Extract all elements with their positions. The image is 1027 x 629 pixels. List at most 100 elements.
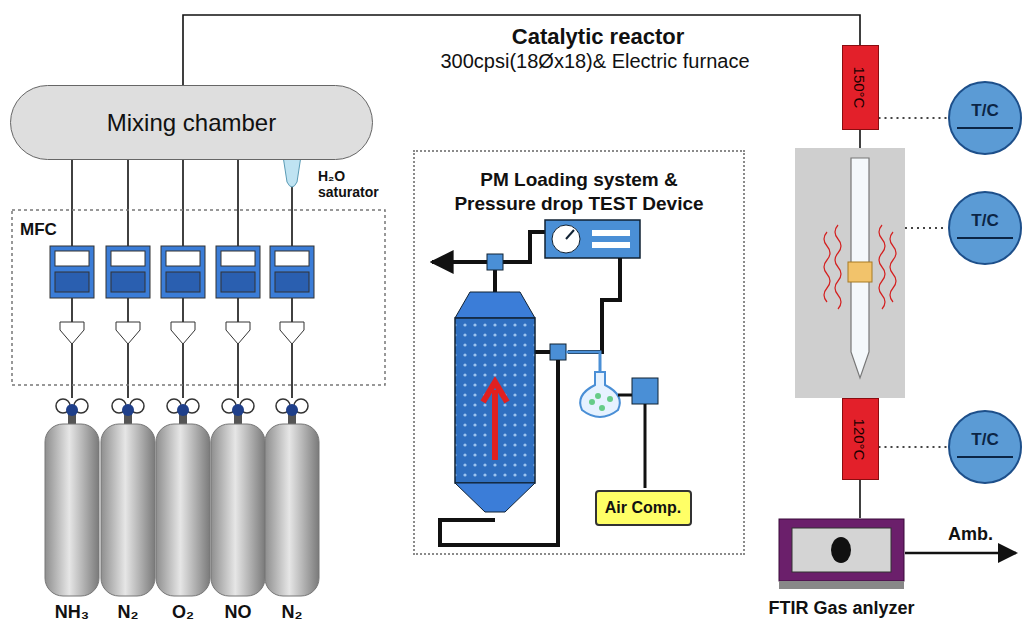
- thermocouple: T/C: [948, 410, 1022, 484]
- catalytic-reactor: [848, 262, 872, 282]
- sensor-lead: [879, 446, 949, 448]
- air-compressor: Air Comp.: [595, 490, 692, 526]
- pm-loading-rig: [607, 396, 613, 402]
- node-text: N₂: [282, 602, 303, 623]
- node-text: 150°C: [852, 67, 869, 109]
- node-text: T/C: [957, 430, 1012, 458]
- gas-cylinder: NH₃: [42, 398, 102, 623]
- mass-flow-controller: [161, 246, 205, 298]
- heater-block: 150°C: [842, 45, 879, 130]
- mass-flow-controller: [216, 246, 260, 344]
- analyzer-body: [779, 519, 904, 581]
- thermocouple: T/C: [948, 191, 1022, 265]
- part-label: H₂O saturator: [318, 168, 392, 200]
- gas-line: [183, 15, 860, 85]
- node-text: O₂: [172, 602, 194, 623]
- pm-loading-rig: [618, 394, 632, 397]
- cylinder-outline: [42, 398, 102, 598]
- catalytic-reactor: [795, 148, 946, 398]
- sensor-lead: [879, 117, 949, 119]
- cylinder-outline: [45, 424, 99, 596]
- gas-cylinder: O₂: [153, 398, 213, 623]
- node-text: Air Comp.: [605, 499, 681, 517]
- mass-flow-controller: [275, 272, 309, 292]
- cylinder-outline: [156, 424, 210, 596]
- mass-flow-controller: [60, 322, 84, 344]
- reactor-title: Catalytic reactor: [512, 24, 684, 49]
- node-text: Mixing chamber: [107, 109, 276, 137]
- mass-flow-controller: [106, 246, 150, 344]
- catalytic-reactor: [835, 225, 841, 309]
- mass-flow-controller: [270, 246, 314, 298]
- group-label: MFC: [20, 220, 57, 240]
- mass-flow-controller: [166, 251, 200, 266]
- node-text: T/C: [957, 101, 1012, 129]
- pm-loading-rig: [599, 405, 605, 411]
- pm-loading-rig: [455, 318, 535, 483]
- gas-cylinder: N₂: [98, 398, 158, 623]
- pm-loading-rig: [644, 404, 647, 488]
- mass-flow-controller: [55, 272, 89, 292]
- exhaust-arrow: [905, 552, 1016, 555]
- node-text: T/C: [957, 211, 1012, 239]
- gas-line: [859, 480, 861, 518]
- pm-test-region: Air Comp. PM Loading system & Pressure dr…: [413, 150, 745, 555]
- mass-flow-controller: [111, 272, 145, 292]
- analyzer-body: [831, 537, 851, 563]
- cylinder-outline: [98, 398, 158, 598]
- cylinder-outline: [177, 404, 189, 416]
- pm-loading-rig: [502, 232, 545, 262]
- pm-loading-rig: [580, 372, 620, 417]
- catalytic-reactor: [795, 148, 905, 398]
- cylinder-outline: [153, 398, 213, 598]
- catalytic-reactor: [905, 227, 946, 229]
- exhaust-arrow: [905, 553, 1016, 554]
- analyzer-body: [779, 581, 904, 589]
- analyzer-body: [778, 518, 905, 590]
- pm-loading-rig: [545, 220, 640, 258]
- water-saturator: [283, 156, 301, 187]
- node-text: FTIR Gas anlyzer: [768, 598, 914, 619]
- node-text: 120°C: [852, 418, 869, 460]
- cylinder-outline: [232, 404, 244, 416]
- cylinder-outline: [66, 404, 78, 416]
- mixing-chamber: Mixing chamber: [10, 85, 373, 160]
- pm-loading-rig: [483, 382, 507, 460]
- mass-flow-controller: [166, 272, 200, 292]
- mass-flow-controller: [226, 322, 250, 344]
- pm-loading-rig: [589, 399, 595, 405]
- gas-cylinder: N₂: [262, 398, 322, 623]
- pm-loading-rig: [535, 350, 550, 354]
- pm-loading-rig: [566, 230, 574, 239]
- mass-flow-controller: [50, 246, 314, 344]
- mass-flow-controller: [106, 246, 150, 298]
- cylinder-outline: [208, 398, 268, 598]
- pm-loading-rig: [455, 292, 535, 318]
- catalytic-reactor: [890, 232, 896, 302]
- mass-flow-controller: [280, 322, 304, 344]
- thermocouple: T/C: [948, 81, 1022, 155]
- mass-flow-controller: [221, 272, 255, 292]
- mass-flow-controller: [216, 246, 260, 298]
- cylinder-outline: [265, 424, 319, 596]
- pm-loading-rig: [592, 242, 630, 248]
- mass-flow-controller: [161, 246, 205, 344]
- pm-loading-rig: [632, 378, 658, 404]
- mass-flow-controller: [55, 251, 89, 266]
- catalytic-reactor: [824, 232, 830, 302]
- pm-loading-rig: [595, 393, 601, 399]
- pm-loading-rig: [552, 225, 580, 253]
- outlet-label: Amb.: [948, 524, 993, 545]
- node-text: PM Loading system & Pressure drop TEST D…: [449, 168, 709, 216]
- pm-loading-rig: [592, 230, 630, 236]
- heater-block: 120°C: [842, 398, 879, 480]
- cylinder-outline: [286, 404, 298, 416]
- gas-cylinder: NO: [208, 398, 268, 623]
- pm-loading-rig: [568, 258, 620, 352]
- pm-loading-rig: [487, 254, 503, 270]
- mass-flow-controller: [111, 251, 145, 266]
- cylinder-outline: [262, 398, 322, 598]
- node-text: NH₃: [55, 602, 89, 623]
- mass-flow-controller: [275, 251, 309, 266]
